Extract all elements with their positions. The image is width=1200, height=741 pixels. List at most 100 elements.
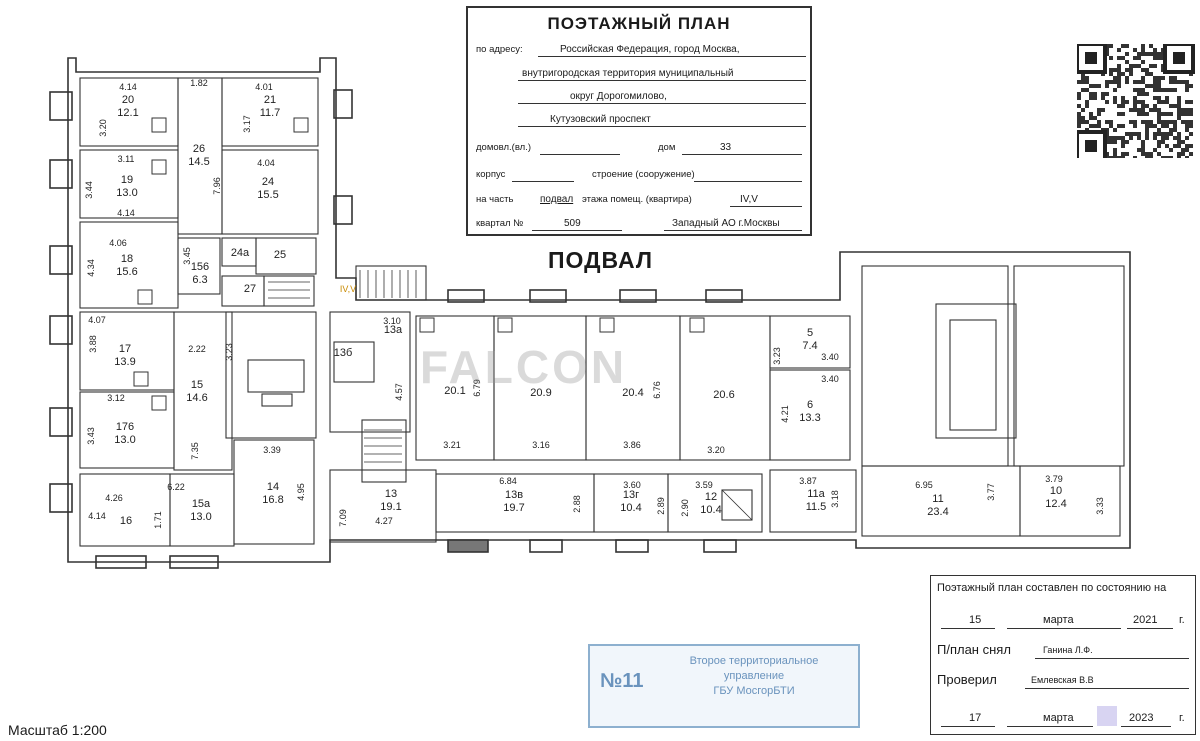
room-area: 14.5 <box>188 156 209 168</box>
cell-dimension: 3.86 <box>623 440 641 450</box>
checked-label: Проверил <box>937 672 997 687</box>
stamp-text: Второе территориальное управление ГБУ Мо… <box>656 654 852 699</box>
room-dimension: 3.60 <box>623 480 641 490</box>
room-dimension: 3.88 <box>88 335 98 353</box>
room-dimension: 3.44 <box>84 181 94 199</box>
room-number: 26 <box>193 143 205 155</box>
state-line-1: Поэтажный план составлен по состоянию на <box>937 582 1167 594</box>
room-number: 13 <box>385 488 397 500</box>
room-number: 13в <box>505 489 523 501</box>
dom-label: дом <box>658 142 676 153</box>
part-rooms: IV,V <box>740 194 758 205</box>
room-dimension: 3.40 <box>821 352 839 362</box>
room-dimension: 4.14 <box>117 208 135 218</box>
room-number: 19 <box>121 174 133 186</box>
room-number: 6 <box>807 399 813 411</box>
state-year-2: 2023 <box>1129 712 1154 724</box>
room-dimension: 3.43 <box>86 427 96 445</box>
room-dimension: 3.87 <box>799 476 817 486</box>
room-dimension: 2.88 <box>572 495 582 513</box>
cell-area: 20.4 <box>622 387 643 399</box>
room-area: 6.3 <box>192 274 207 286</box>
room-area: 10.4 <box>620 502 641 514</box>
room-dimension: 4.14 <box>119 82 137 92</box>
state-year-1: 2021 <box>1133 614 1158 626</box>
room-number: 15 <box>191 379 203 391</box>
room-dimension: 1.71 <box>153 511 163 529</box>
room-area: 23.4 <box>927 506 948 518</box>
cell-dimension: 6.76 <box>652 381 662 399</box>
room-number: 13г <box>623 489 639 501</box>
room-number: 13a <box>384 324 403 336</box>
room-area: 12.4 <box>1045 498 1066 510</box>
state-month-1: марта <box>1043 614 1074 626</box>
state-block: Поэтажный план составлен по состоянию на… <box>930 575 1196 735</box>
room-number: 176 <box>116 421 134 433</box>
room-number: 16 <box>120 515 132 527</box>
address-line-4: Кутузовский проспект <box>550 114 651 125</box>
room-number: 14 <box>267 481 279 493</box>
room-dimension: 3.39 <box>263 445 281 455</box>
room-number: 15a <box>192 498 211 510</box>
stamp-number: №11 <box>600 670 644 692</box>
room-dimension: 4.57 <box>394 383 404 401</box>
room-dimension: 6.22 <box>167 482 185 492</box>
signature-seal-icon <box>1097 706 1117 726</box>
room-number: 5 <box>807 327 813 339</box>
korpus-label: корпус <box>476 169 506 180</box>
room-dimension: 3.79 <box>1045 474 1063 484</box>
qr-code-icon <box>1077 44 1195 158</box>
room-area: 11.5 <box>806 501 827 513</box>
district: Западный АО г.Москвы <box>672 218 780 229</box>
room-area: 13.0 <box>114 434 135 446</box>
room-dimension: 3.23 <box>224 343 234 361</box>
room-dimension: 3.11 <box>118 154 135 164</box>
state-month-2: марта <box>1043 712 1074 724</box>
room-number: 17 <box>119 343 131 355</box>
checked-by: Емлевская В.В <box>1031 675 1094 685</box>
room-area: 11.7 <box>260 107 281 119</box>
room-number: 18 <box>121 253 133 265</box>
room-dimension: 1.82 <box>190 78 208 88</box>
room-dimension: 4.06 <box>109 238 127 248</box>
cell-dimension: 3.21 <box>443 440 461 450</box>
room-number: 11 <box>932 493 943 505</box>
room-dimension: 4.26 <box>105 493 123 503</box>
room-dimension: 6.84 <box>499 476 517 486</box>
room-number: 13б <box>334 347 353 359</box>
room-dimension: 6.95 <box>915 480 933 490</box>
cell-dimension: 3.20 <box>707 445 725 455</box>
room-dimension: 3.33 <box>1095 497 1105 515</box>
kvartal-value: 509 <box>564 218 581 229</box>
room-dimension: 3.45 <box>182 247 192 265</box>
stroenie-label: строение (сооружение) <box>592 169 695 180</box>
section-mark: IV,V <box>340 284 356 294</box>
address-label: по адресу: <box>476 44 523 55</box>
room-number: 21 <box>264 94 276 106</box>
domovl-label: домовл.(вл.) <box>476 142 531 153</box>
room-dimension: 2.90 <box>680 499 690 517</box>
watermark-text: FALCON <box>420 341 628 393</box>
room-dimension: 4.34 <box>86 259 96 277</box>
part-value: подвал <box>540 194 574 205</box>
room-number: 27 <box>244 283 256 295</box>
room-dimension: 2.22 <box>188 344 206 354</box>
room-dimension: 7.96 <box>212 177 222 195</box>
room-dimension: 3.20 <box>98 119 108 137</box>
room-area: 13.0 <box>116 187 137 199</box>
taken-label: П/план снял <box>937 642 1011 657</box>
scale-label: Масштаб 1:200 <box>8 722 107 738</box>
stamp-line-1: Второе территориальное <box>689 655 819 667</box>
part-middle: этажа помещ. (квартира) <box>582 194 692 205</box>
room-dimension: 3.18 <box>830 490 840 508</box>
room-dimension: 4.04 <box>257 158 275 168</box>
cell-area: 20.1 <box>444 385 465 397</box>
room-area: 13.3 <box>799 412 820 424</box>
room-dimension: 3.40 <box>821 374 839 384</box>
dom-value: 33 <box>720 142 732 153</box>
room-area: 10.4 <box>700 504 721 516</box>
room-dimension: 3.77 <box>986 483 996 501</box>
room-dimension: 3.12 <box>107 393 125 403</box>
room-dimension: 3.10 <box>383 316 401 326</box>
part-label: на часть <box>476 194 514 205</box>
